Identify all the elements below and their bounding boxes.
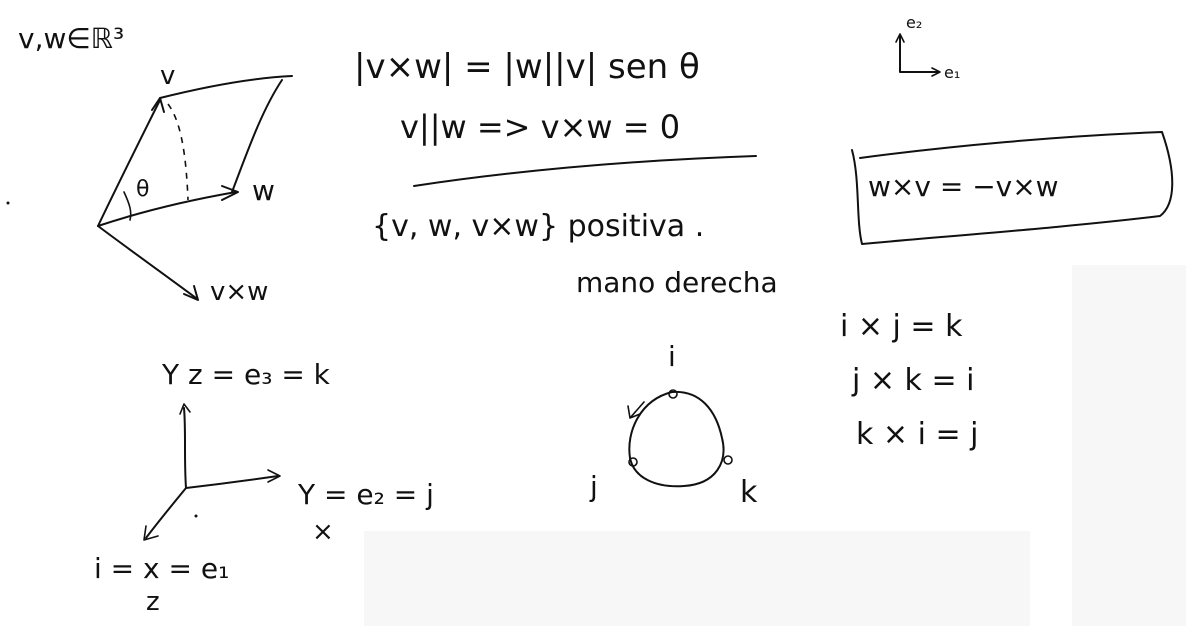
node-j	[628, 457, 638, 467]
parallelogram-top-edge	[159, 75, 293, 99]
z-axis-label: Y z = e₃ = k	[161, 358, 331, 391]
v-vector-line	[97, 99, 161, 227]
parallel-condition: v||w => v×w = 0	[400, 108, 680, 146]
v-label: v	[160, 61, 175, 91]
y-axis-line	[185, 475, 279, 489]
z-axis-arrowhead	[179, 403, 191, 415]
cycle-loop	[628, 390, 725, 488]
product-ixj: i × j = k	[840, 309, 963, 344]
stray-dot	[6, 201, 10, 205]
theta-label: θ	[136, 177, 149, 202]
basis-sketch: e₂ e₁	[895, 13, 960, 82]
parallelogram-diagram: v w θ v×w	[97, 61, 293, 307]
right-hand-rule: mano derecha	[576, 266, 778, 299]
y-axis-arrowhead	[267, 469, 281, 483]
orientation-statement: {v, w, v×w} positiva .	[372, 209, 704, 244]
height-dashed-line	[167, 103, 189, 201]
parallelogram-right-edge	[231, 79, 283, 193]
magnitude-formula: |v×w| = |w||v| sen θ	[354, 47, 700, 87]
label-j: j	[589, 470, 598, 503]
product-jxk: j × k = i	[851, 363, 974, 398]
theta-arc	[123, 191, 132, 221]
z-mark: z	[146, 587, 160, 617]
label-i: i	[668, 340, 676, 373]
basis-axes	[899, 35, 939, 73]
x-mark: ×	[312, 517, 334, 547]
w-vector-line	[97, 191, 237, 227]
e1-label: e₁	[944, 63, 960, 82]
node-i	[668, 389, 678, 399]
w-label: w	[252, 174, 275, 207]
e2-label: e₂	[906, 13, 922, 32]
ijk-cycle-diagram: i j k	[589, 340, 758, 510]
e2-arrowhead	[895, 33, 905, 43]
cross-vector-line	[97, 225, 197, 299]
x-axis-line	[145, 487, 187, 539]
z-axis-line	[183, 407, 187, 489]
label-k: k	[740, 475, 758, 510]
axis-dot	[194, 514, 198, 518]
x-axis-label: i = x = e₁	[94, 552, 229, 585]
cross-arrowhead	[183, 285, 199, 301]
x-axis-arrowhead	[143, 525, 159, 541]
blank-panel-bottom	[364, 531, 1030, 626]
blank-panel-right	[1072, 265, 1186, 626]
cycle-arrow	[627, 401, 645, 419]
node-k	[723, 455, 733, 465]
vector-space-label: v,w∈ℝ³	[18, 22, 124, 55]
w-arrowhead	[221, 185, 239, 201]
e1-arrowhead	[931, 67, 941, 77]
formula-box	[851, 131, 1174, 245]
cross-label: v×w	[210, 277, 268, 307]
product-kxi: k × i = j	[856, 417, 978, 452]
y-axis-label: Y = e₂ = j	[297, 478, 434, 511]
anticommutative-formula: w×v = −v×w	[868, 170, 1059, 203]
axes-3d-diagram: Y z = e₃ = k Y = e₂ = j × i = x = e₁ z	[94, 358, 434, 617]
separator-line	[413, 155, 757, 187]
